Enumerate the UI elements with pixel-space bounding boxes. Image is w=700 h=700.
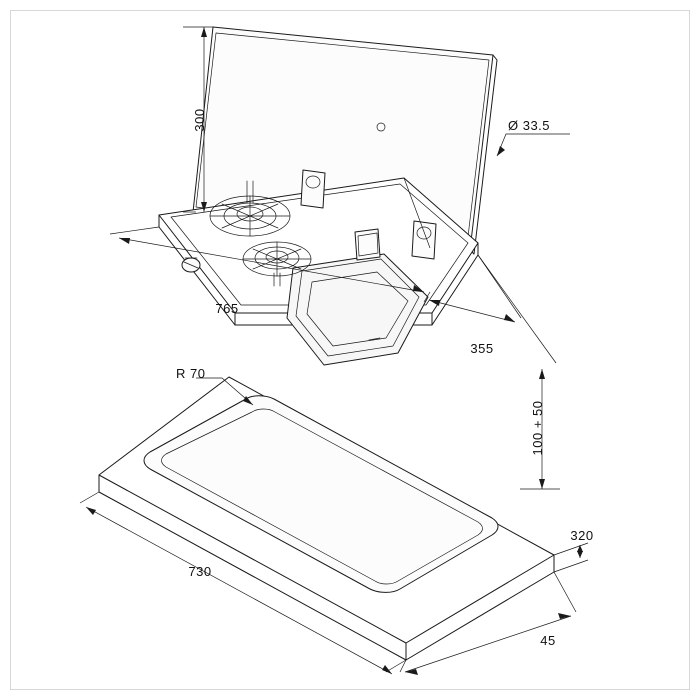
- burner-small-grate: [242, 241, 312, 277]
- dim-765-label: 765: [215, 301, 238, 316]
- dimension-unit-total-height: 100 + 50: [477, 254, 560, 490]
- dim-320-ext-left: [399, 659, 407, 673]
- dim-100-50-ext-top: [477, 254, 557, 364]
- dim-730-arrow-right: [382, 665, 392, 674]
- tap-inner: [357, 232, 379, 257]
- worktop-cutout: [143, 395, 499, 593]
- sink-drain: [368, 337, 381, 341]
- burner-large: [209, 180, 291, 237]
- dim-730-ext-right: [385, 659, 407, 673]
- dim-r70-arrow: [243, 396, 253, 405]
- dim-diameter-leader: [496, 133, 570, 157]
- dim-730-label: 730: [188, 564, 211, 579]
- burner-large-igniter: [246, 180, 254, 204]
- dim-r70-leader: [196, 377, 254, 406]
- dim-45-arrow-top: [577, 545, 583, 552]
- sink-basin-rim: [286, 253, 429, 366]
- dim-45-ext-bottom: [553, 559, 589, 573]
- dim-730-arrow-left: [86, 507, 96, 515]
- lid-hinge-right: [411, 220, 437, 260]
- worktop-front-edge: [98, 474, 407, 661]
- dim-45-label: 320: [570, 528, 593, 543]
- control-knob-indicator: [183, 261, 199, 269]
- dim-765-ext-left: [109, 226, 160, 235]
- lower-view: R 70 730 45: [79, 366, 593, 675]
- dim-355-line: [428, 299, 516, 323]
- dim-730-ext-left: [79, 491, 100, 504]
- cutout-inner-edge: [161, 408, 483, 585]
- dim-100-50-arrow-bottom: [539, 479, 545, 489]
- dim-730-line: [85, 506, 393, 675]
- dimension-worktop-thickness: 320: [553, 528, 593, 573]
- dim-100-50-arrow-top: [539, 369, 545, 379]
- dimension-corner-radius: R 70: [176, 366, 254, 406]
- sink-basin-bottom: [306, 271, 409, 347]
- hob-frame-inner: [170, 183, 469, 306]
- cutout-outer-edge: [143, 395, 499, 593]
- dimension-unit-width: 765: [109, 177, 431, 316]
- dim-320-line: [404, 615, 572, 673]
- dim-300-arrow-bottom: [201, 202, 207, 212]
- dim-diameter-arrow: [497, 146, 505, 156]
- burner-small-igniter: [273, 272, 281, 287]
- dimension-cutout-width: 730: [79, 491, 407, 675]
- dim-diameter-label: Ø 33.5: [508, 118, 550, 133]
- burner-large-grate: [209, 195, 291, 237]
- dim-300-label: 300: [192, 108, 207, 131]
- control-knob: [181, 257, 201, 273]
- dim-765-line: [118, 237, 425, 293]
- dim-100-50-label: 100 + 50: [530, 401, 545, 456]
- dim-765-arrow-right: [413, 285, 424, 292]
- dim-765-arrow-left: [119, 238, 130, 244]
- dim-355-label: 355: [470, 341, 493, 356]
- hinge-right-pivot: [416, 226, 432, 240]
- hinge-left-pivot: [305, 175, 321, 189]
- tap-body: [354, 228, 381, 261]
- dim-r70-label: R 70: [176, 366, 205, 381]
- dim-320-arrow-right: [558, 613, 571, 619]
- dim-320-label: 45: [540, 633, 555, 648]
- dimension-hole-diameter: Ø 33.5: [496, 118, 570, 157]
- sink-basin-wall: [295, 258, 420, 357]
- dimension-cutout-depth: 45: [399, 571, 577, 675]
- dim-355-ext-left: [423, 291, 431, 303]
- dimension-glass-lid-height: 300: [183, 26, 213, 213]
- dim-320-ext-right: [553, 571, 577, 613]
- upper-view: 300 Ø 33.5 765: [109, 26, 570, 366]
- dim-765-ext-right: [403, 177, 431, 249]
- dim-320-arrow-left: [405, 669, 418, 675]
- dim-355-arrow-right: [504, 314, 515, 322]
- burner-small: [242, 241, 312, 287]
- sink-basin: [286, 253, 429, 366]
- dim-45-arrow-bottom: [577, 551, 583, 558]
- lid-hinge-left: [300, 169, 326, 209]
- folding-tap: [354, 228, 381, 261]
- dim-355-arrow-left: [429, 300, 440, 306]
- lid-mounting-hole: [376, 122, 386, 132]
- drawing-border: [10, 10, 690, 690]
- dim-300-arrow-top: [201, 27, 207, 37]
- dim-45-ext-top: [553, 542, 589, 556]
